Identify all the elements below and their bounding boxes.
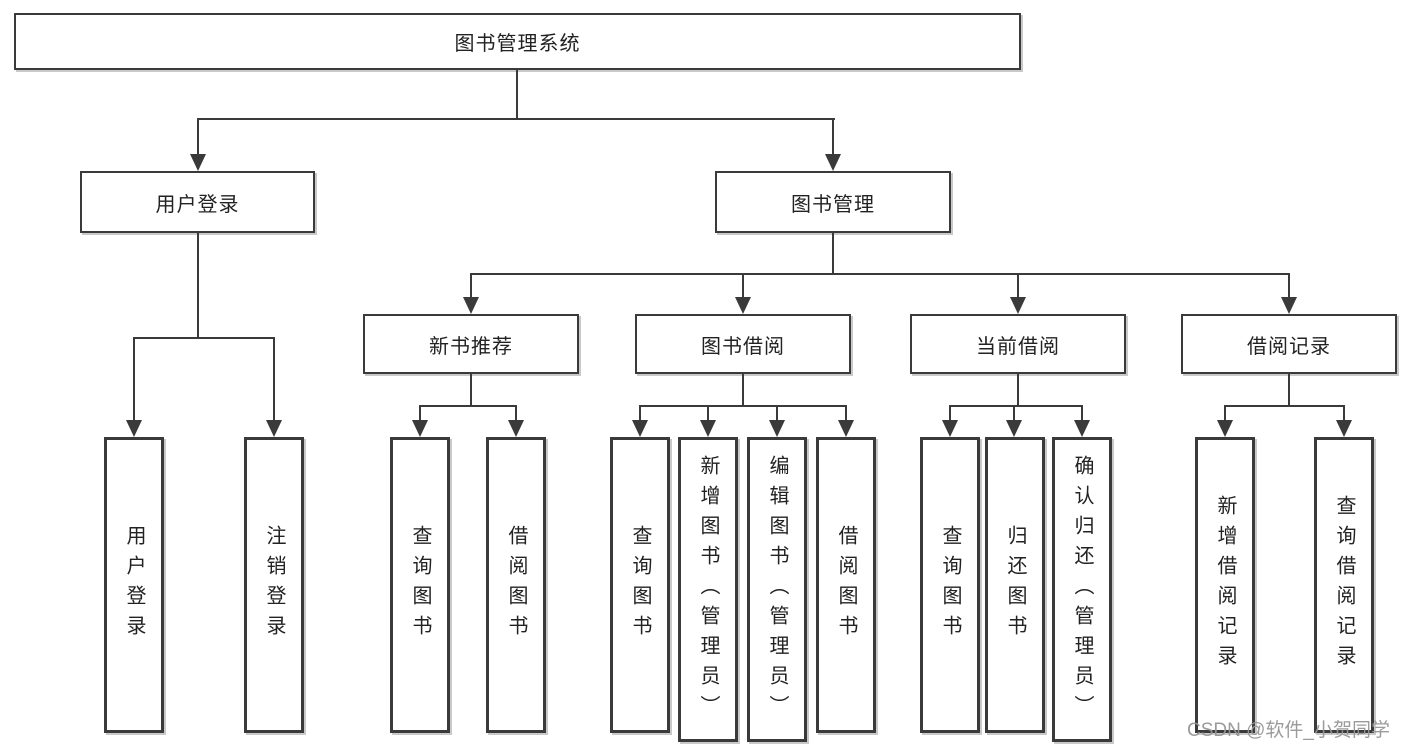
leaf-return-books: 归还图书 — [985, 437, 1045, 733]
arrow-down-icon — [1006, 420, 1022, 437]
connector-line — [197, 233, 199, 338]
leaf-label: 查询图书 — [629, 525, 651, 645]
arrow-down-icon — [126, 420, 142, 437]
connector-line — [1017, 374, 1019, 406]
arrow-down-icon — [942, 420, 958, 437]
leaf-query-books-recommend: 查询图书 — [390, 437, 450, 733]
leaf-label: 查询图书 — [409, 525, 431, 645]
arrow-down-icon — [190, 154, 206, 171]
leaf-add-books-admin: 新增图书（管理员） — [678, 437, 738, 742]
leaf-label: 归还图书 — [1004, 525, 1026, 645]
connector-line — [470, 374, 472, 406]
arrow-down-icon — [769, 420, 785, 437]
connector-line — [470, 273, 472, 299]
leaf-confirm-return-admin: 确认归还（管理员） — [1052, 437, 1112, 742]
connector-line — [707, 405, 709, 422]
leaf-label: 查询借阅记录 — [1333, 495, 1355, 675]
connector-line — [776, 405, 778, 422]
connector-line — [949, 405, 951, 422]
connector-line — [419, 405, 421, 422]
connector-line — [832, 118, 834, 156]
connector-line — [133, 337, 135, 422]
connector-line — [1288, 374, 1290, 406]
connector-line — [1288, 273, 1290, 299]
connector-line — [949, 405, 1083, 407]
leaf-borrow-books: 借阅图书 — [816, 437, 876, 733]
leaf-logout-login: 注销登录 — [244, 437, 304, 733]
node-root-system: 图书管理系统 — [14, 13, 1021, 70]
connector-line — [470, 273, 1290, 275]
connector-line — [515, 405, 517, 422]
leaf-label: 用户登录 — [123, 525, 145, 645]
arrow-down-icon — [825, 154, 841, 171]
leaf-user-login: 用户登录 — [104, 437, 164, 733]
connector-line — [1013, 405, 1015, 422]
node-borrow-records: 借阅记录 — [1181, 314, 1397, 374]
arrow-down-icon — [508, 420, 524, 437]
leaf-borrow-books-recommend: 借阅图书 — [486, 437, 546, 733]
arrow-down-icon — [1281, 297, 1297, 314]
arrow-down-icon — [463, 297, 479, 314]
leaf-label: 借阅图书 — [835, 525, 857, 645]
node-user-login: 用户登录 — [80, 171, 315, 233]
connector-line — [273, 337, 275, 422]
leaf-label: 新增图书（管理员） — [697, 454, 719, 725]
leaf-edit-books-admin: 编辑图书（管理员） — [747, 437, 807, 742]
leaf-label: 编辑图书（管理员） — [766, 454, 788, 725]
arrow-down-icon — [632, 420, 648, 437]
leaf-query-books-borrow: 查询图书 — [610, 437, 670, 733]
connector-line — [197, 118, 835, 120]
arrow-down-icon — [266, 420, 282, 437]
connector-line — [845, 405, 847, 422]
connector-line — [1343, 405, 1345, 422]
leaf-label: 查询图书 — [939, 525, 961, 645]
arrow-down-icon — [1074, 420, 1090, 437]
node-book-borrowing: 图书借阅 — [635, 314, 851, 374]
connector-line — [742, 374, 744, 406]
arrow-down-icon — [1336, 420, 1352, 437]
leaf-label: 确认归还（管理员） — [1071, 454, 1093, 725]
leaf-label: 借阅图书 — [505, 525, 527, 645]
leaf-label: 新增借阅记录 — [1214, 495, 1236, 675]
arrow-down-icon — [1217, 420, 1233, 437]
csdn-watermark: CSDN @软件_小贺同学 — [1187, 720, 1390, 741]
connector-line — [1224, 405, 1345, 407]
node-book-management: 图书管理 — [715, 171, 951, 233]
arrow-down-icon — [838, 420, 854, 437]
node-new-book-recommend: 新书推荐 — [363, 314, 579, 374]
arrow-down-icon — [412, 420, 428, 437]
arrow-down-icon — [700, 420, 716, 437]
connector-line — [1224, 405, 1226, 422]
leaf-label: 注销登录 — [263, 525, 285, 645]
connector-line — [832, 233, 834, 275]
connector-line — [639, 405, 641, 422]
node-current-borrowing: 当前借阅 — [910, 314, 1126, 374]
connector-line — [639, 405, 847, 407]
arrow-down-icon — [735, 297, 751, 314]
connector-line — [133, 337, 275, 339]
connector-line — [197, 118, 199, 156]
connector-line — [419, 405, 517, 407]
leaf-query-books-current: 查询图书 — [920, 437, 980, 733]
leaf-add-borrow-record: 新增借阅记录 — [1195, 437, 1255, 733]
leaf-query-borrow-record: 查询借阅记录 — [1314, 437, 1374, 733]
connector-line — [1017, 273, 1019, 299]
arrow-down-icon — [1010, 297, 1026, 314]
connector-line — [1081, 405, 1083, 422]
connector-line — [516, 69, 518, 119]
connector-line — [742, 273, 744, 299]
